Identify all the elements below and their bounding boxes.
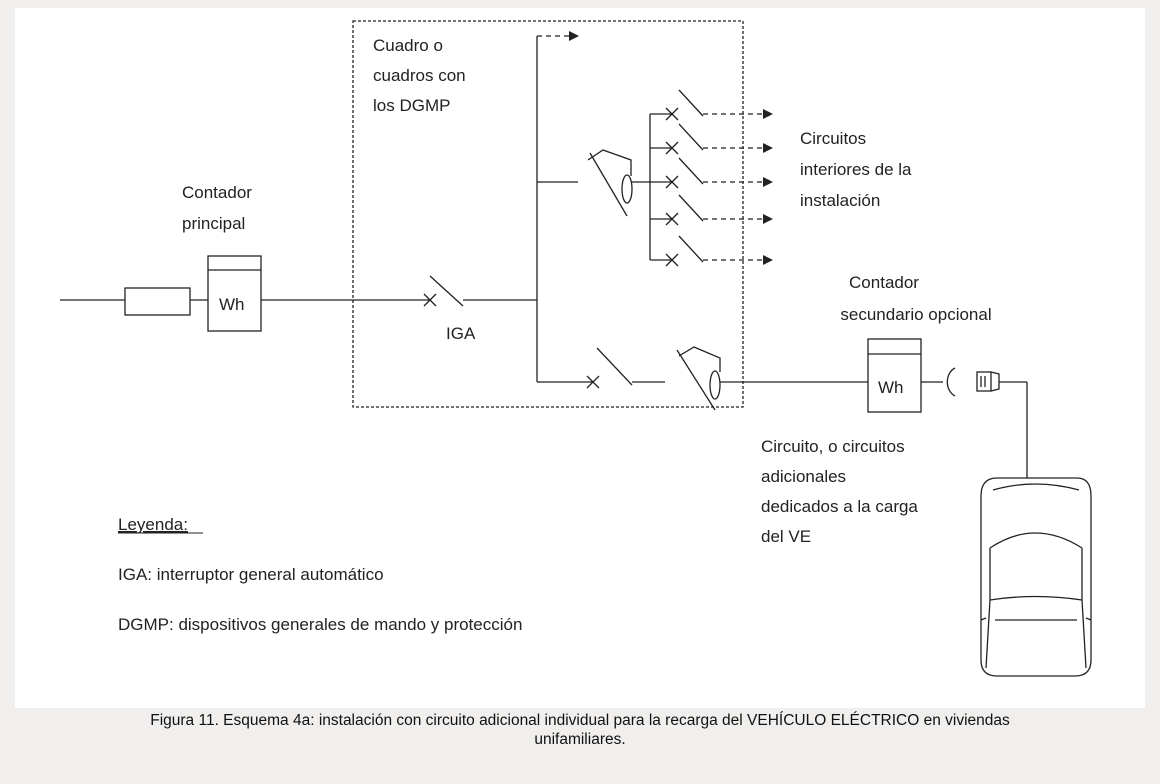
main-meter-label-line2: principal xyxy=(182,214,245,233)
ev-circuit-label-line2: adicionales xyxy=(761,467,846,486)
ev-circuit-label-line3: dedicados a la carga xyxy=(761,497,918,516)
interior-breaker-crosses xyxy=(665,107,679,267)
dgmp-board-outline xyxy=(352,20,744,408)
iga-label: IGA xyxy=(446,324,476,343)
figure-caption: Figura 11. Esquema 4a: instalación con c… xyxy=(0,711,1160,749)
interior-outgoing-lines xyxy=(703,113,763,261)
legend-item-dgmp: DGMP: dispositivos generales de mando y … xyxy=(118,615,522,634)
interior-circuits-label-line3: instalación xyxy=(800,191,880,210)
ev-rcd-blade xyxy=(676,349,716,411)
legend-item-iga: IGA: interruptor general automático xyxy=(118,565,384,584)
main-meter-label-line1: Contador xyxy=(182,183,252,202)
main-meter-wh-label: Wh xyxy=(219,295,245,314)
interior-breaker-blades xyxy=(678,89,704,263)
secondary-meter xyxy=(867,338,922,413)
ev-circuit-label-line1: Circuito, o circuitos xyxy=(761,437,905,456)
wiring-diagram: Cuadro o cuadros con los DGMP Contador p… xyxy=(60,20,1092,677)
interior-circuits-label-line2: interiores de la xyxy=(800,160,912,179)
secondary-meter-wh-label: Wh xyxy=(878,378,904,397)
figure-caption-line2: unifamiliares. xyxy=(534,731,626,748)
figure-caption-line1: Figura 11. Esquema 4a: instalación con c… xyxy=(150,712,1010,729)
ev-rcd-ring xyxy=(709,370,721,400)
board-label-line1: Cuadro o xyxy=(373,36,443,55)
rcd-blade xyxy=(589,152,628,217)
ev-circuit-label-line4: del VE xyxy=(761,527,811,546)
legend-title: Leyenda: xyxy=(118,515,188,534)
board-label-line2: cuadros con xyxy=(373,66,466,85)
diagram-panel: Cuadro o cuadros con los DGMP Contador p… xyxy=(15,8,1145,708)
iga-cross-b xyxy=(423,293,437,307)
board-label-line3: los DGMP xyxy=(373,96,450,115)
iga-switch-blade xyxy=(429,275,464,307)
ev-plug xyxy=(976,371,992,392)
secondary-meter-label-line2: secundario opcional xyxy=(840,305,991,324)
electric-vehicle-icon xyxy=(980,477,1092,677)
secondary-meter-label-line1: Contador xyxy=(849,273,919,292)
rcd-ring xyxy=(621,174,633,204)
ev-socket xyxy=(946,367,956,397)
arrowheads xyxy=(569,31,773,265)
interior-circuits-label-line1: Circuitos xyxy=(800,129,866,148)
main-meter xyxy=(207,255,262,332)
fuse xyxy=(124,287,191,316)
